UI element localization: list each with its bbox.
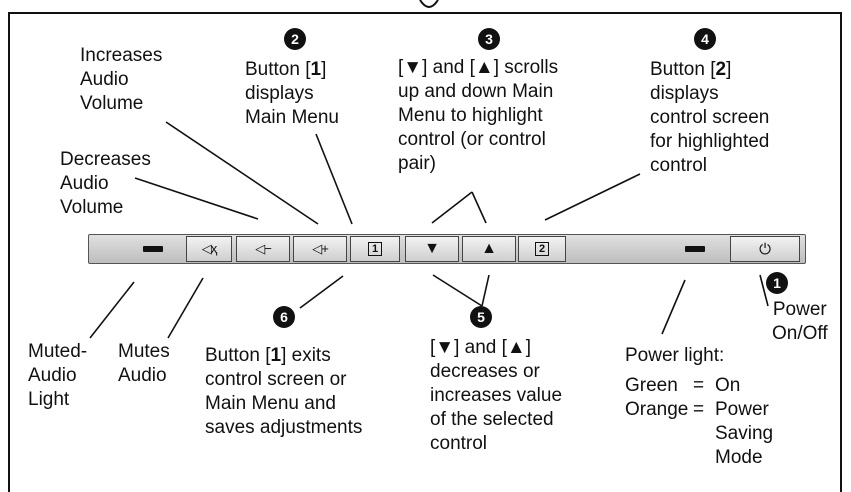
- button-2[interactable]: 2: [518, 236, 566, 262]
- top-tick-mark: [419, 0, 439, 8]
- key-2-glyph: 2: [534, 242, 550, 256]
- power-icon: ⏻: [759, 240, 771, 258]
- label-button1-exits: Button [1] exits control screen or Main …: [205, 345, 363, 438]
- speaker-minus-icon: ◁−: [255, 241, 272, 256]
- label-decreases-volume: Decreases Audio Volume: [60, 149, 151, 218]
- callout-badge-6: 6: [273, 306, 295, 328]
- volume-up-button[interactable]: ◁+: [293, 236, 347, 262]
- legend-orange: Orange: [625, 399, 689, 420]
- label-scroll-main-menu: [▼] and [▲] scrolls up and down Main Men…: [398, 57, 559, 174]
- mute-button[interactable]: ◁ҳ: [186, 236, 232, 262]
- power-button[interactable]: ⏻: [730, 236, 800, 262]
- label-adjust-value: [▼] and [▲] decreases or increases value…: [430, 337, 563, 454]
- callout-badge-5: 5: [470, 306, 492, 328]
- label-button1-main-menu: Button [1] displays Main Menu: [245, 59, 339, 128]
- down-button[interactable]: ▼: [405, 236, 459, 262]
- power-light-title: Power light:: [625, 345, 725, 366]
- legend-green: Green: [625, 375, 678, 396]
- callout-badge-3: 3: [478, 28, 500, 50]
- label-muted-audio-light: Muted- Audio Light: [28, 341, 88, 410]
- up-button[interactable]: ▲: [462, 236, 516, 262]
- legend-power-saving: Power Saving Mode: [715, 399, 774, 468]
- label-button2-control-screen: Button [2] displays control screen for h…: [650, 59, 770, 176]
- speaker-plus-icon: ◁+: [312, 241, 329, 256]
- label-power-onoff: Power On/Off: [772, 299, 828, 344]
- button-1[interactable]: 1: [350, 236, 400, 262]
- diagram-frame: [8, 12, 842, 492]
- callout-badge-1: 1: [766, 272, 788, 294]
- power-light-legend: Power light: Green = On Orange = Power S…: [625, 344, 773, 470]
- callout-badge-2: 2: [284, 28, 306, 50]
- volume-down-button[interactable]: ◁−: [236, 236, 290, 262]
- key-1-glyph: 1: [367, 242, 383, 256]
- up-arrow-icon: ▲: [481, 240, 497, 257]
- label-mutes-audio: Mutes Audio: [118, 341, 170, 386]
- power-light: [685, 246, 705, 252]
- callout-badge-4: 4: [694, 28, 716, 50]
- muted-audio-light: [143, 246, 163, 252]
- legend-equals-1: =: [693, 375, 705, 396]
- down-arrow-icon: ▼: [424, 240, 440, 257]
- legend-on: On: [715, 375, 741, 396]
- speaker-muted-icon: ◁ҳ: [201, 241, 217, 256]
- legend-equals-2: =: [693, 399, 705, 420]
- label-increases-volume: Increases Audio Volume: [80, 45, 163, 114]
